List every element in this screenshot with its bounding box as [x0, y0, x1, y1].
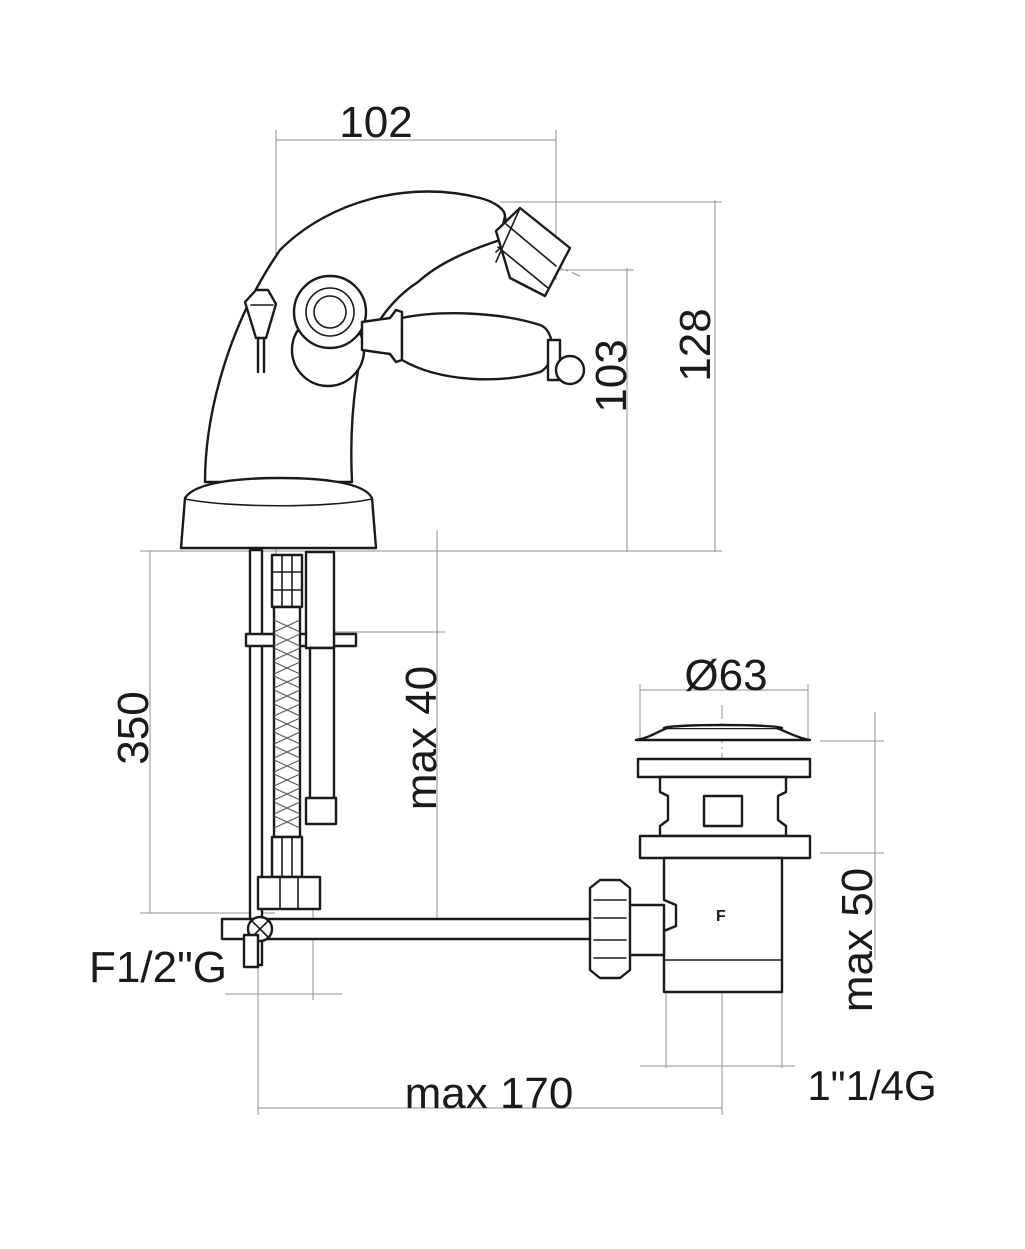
waste-assembly: F [588, 723, 812, 994]
popup-lever [243, 288, 278, 374]
flexible-hose [256, 553, 322, 911]
label-inlet-thread: F1/2"G [89, 943, 227, 992]
lift-rod [244, 548, 358, 967]
waste-letter-mark: F [716, 908, 726, 925]
label-rod-max: max 170 [405, 1069, 574, 1118]
mixer-handle [290, 274, 586, 388]
label-under-deck: 350 [109, 691, 158, 764]
label-waste-diameter: Ø63 [684, 651, 767, 700]
label-waste-max: max 50 [833, 868, 882, 1012]
label-height-total: 128 [671, 308, 720, 381]
label-width-top: 102 [339, 98, 412, 147]
dimension-lines [140, 130, 884, 1115]
label-height-spout: 103 [587, 339, 636, 412]
spray-head [494, 206, 572, 298]
label-waste-thread: 1"1/4G [807, 1062, 936, 1109]
linkage-rod [220, 915, 596, 969]
label-deck-max: max 40 [397, 666, 446, 810]
